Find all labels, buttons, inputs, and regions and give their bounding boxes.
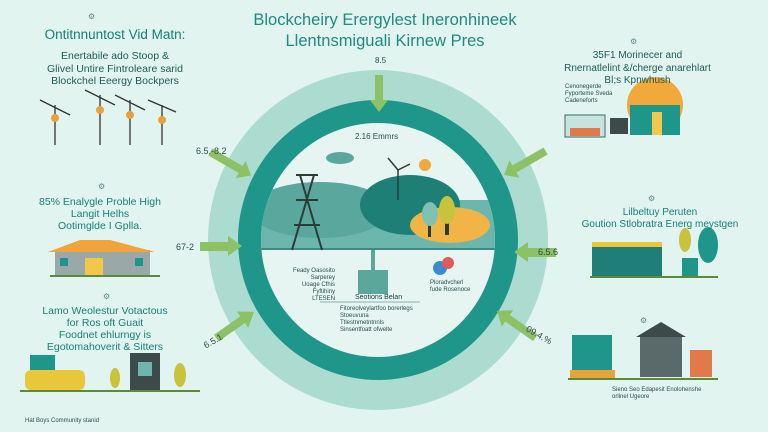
center-top-label: 2.16 Emmrs — [355, 132, 399, 141]
arrow-top — [375, 75, 383, 103]
city-icon — [358, 270, 388, 294]
center-right-note: Ploradvcherl fude Rosenoce — [430, 280, 471, 293]
arrow-label-top: 8.5 — [375, 56, 387, 65]
badge-icon: ⚙ — [88, 12, 96, 21]
page-title: Blockcheiry Erergylest Ineronhineek Llen… — [253, 11, 517, 50]
center-section-title: Seotions Belan — [355, 294, 403, 301]
community-illustration — [20, 353, 200, 392]
energy-station-illustration — [564, 77, 683, 138]
landscape-scene — [261, 152, 495, 303]
right-section-1-bullets: Cenonegerde Fyporteme Sveda Cadeneforts — [565, 84, 613, 104]
wind-turbines-illustration — [39, 89, 177, 145]
buildings-illustration — [568, 322, 718, 380]
left-intro: Enertabile ado Stoop &Glivel Untire Fint… — [47, 50, 183, 87]
right-section-3-bullet: Sieno Seo Edapesit Enolohenshe orlinel U… — [612, 387, 702, 400]
badge-icon: ⚙ — [640, 316, 648, 325]
badge-icon: ⚙ — [98, 182, 106, 191]
arrow-left — [200, 242, 230, 251]
arrow-label-left: 67-2 — [176, 242, 195, 252]
sun-icon — [419, 159, 431, 171]
arrows — [200, 75, 556, 342]
left-heading: Ontitnnuntost Vid Matn: — [44, 27, 186, 42]
pylon-icon — [291, 174, 323, 251]
wind-turbine-icon — [387, 157, 411, 200]
cloud-icon — [326, 152, 354, 164]
badge-icon: ⚙ — [103, 292, 111, 301]
battery-storage-illustration — [590, 227, 718, 278]
badge-icon: ⚙ — [648, 194, 656, 203]
footer-note: Hat Boys Community stanid — [25, 418, 100, 424]
house-illustration — [48, 240, 160, 277]
arrow-label-top-left: 6.5.-8.2 — [196, 146, 227, 156]
arrow-label-right: 6.5.6 — [538, 247, 559, 257]
badge-icon: ⚙ — [630, 37, 638, 46]
arrow-right — [526, 248, 556, 257]
